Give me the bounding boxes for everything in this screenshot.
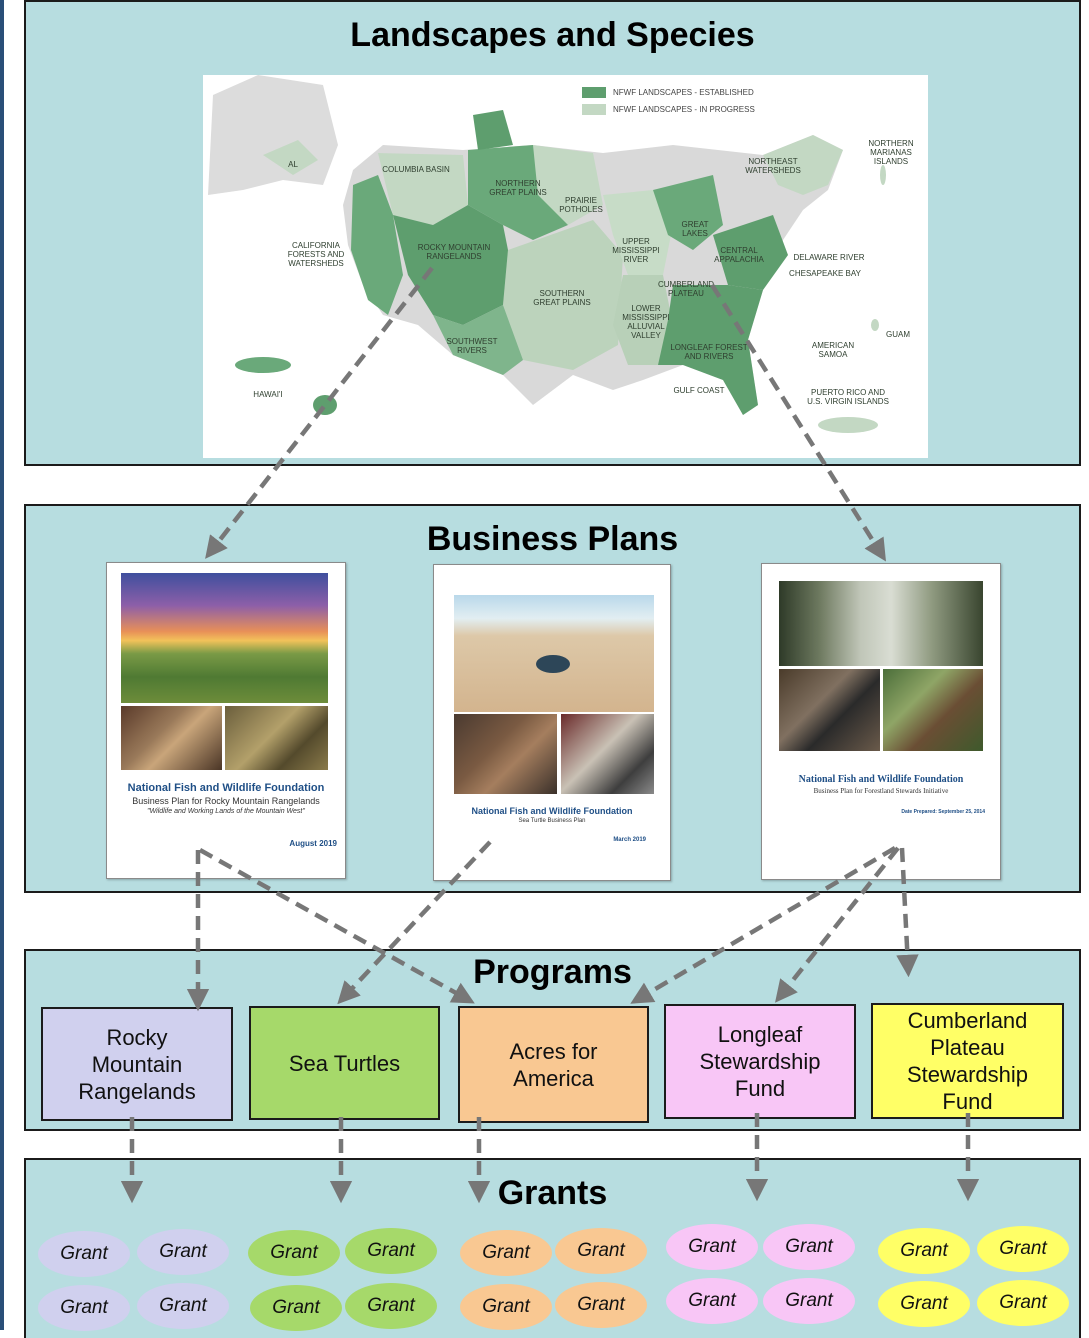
map-label-hawaii: HAWAI'I (253, 390, 283, 399)
grant-oval: Grant (345, 1283, 437, 1329)
program-rocky-mountain-rangelands: Rocky Mountain Rangelands (41, 1007, 233, 1121)
map-label-prairie-potholes: PRAIRIE POTHOLES (559, 196, 603, 214)
business-plan-forestland: National Fish and Wildlife Foundation Bu… (761, 563, 1001, 880)
children-photo (454, 714, 557, 794)
legend-in-progress-swatch (582, 104, 606, 115)
grant-oval: Grant (137, 1229, 229, 1275)
grant-oval: Grant (460, 1230, 552, 1276)
map-label-rocky-mountain: ROCKY MOUNTAIN RANGELANDS (417, 243, 491, 261)
grant-oval: Grant (345, 1228, 437, 1274)
alaska-shape (208, 75, 338, 195)
woodpecker-photo (779, 669, 880, 751)
turtle-shape (536, 655, 570, 673)
grant-oval: Grant (977, 1280, 1069, 1326)
landscapes-title: Landscapes and Species (350, 16, 755, 54)
map-label-lower-mississippi: LOWER MISSISSIPPI ALLUVIAL VALLEY (622, 304, 670, 340)
fish-photo (121, 706, 222, 770)
doc-tagline: "Wildlife and Working Lands of the Mount… (147, 808, 305, 815)
northeast-shape (763, 135, 843, 195)
map-label-cumberland-plateau: CUMBERLAND PLATEAU (657, 280, 715, 298)
lower-mississippi-shape (613, 275, 673, 365)
doc-org-title: National Fish and Wildlife Foundation (471, 806, 633, 816)
grant-oval: Grant (137, 1283, 229, 1329)
map-label-guam: GUAM (886, 330, 910, 339)
hatchling-photo (561, 714, 654, 794)
program-sea-turtles: Sea Turtles (249, 1006, 440, 1120)
sage-grouse-photo (225, 706, 328, 770)
grant-oval: Grant (763, 1278, 855, 1324)
grant-oval: Grant (878, 1281, 970, 1327)
program-acres-for-america: Acres for America (458, 1006, 649, 1123)
pine-forest-photo (779, 581, 983, 666)
landscapes-map: NFWF LANDSCAPES - ESTABLISHED NFWF LANDS… (203, 75, 928, 458)
grant-oval: Grant (666, 1224, 758, 1270)
map-label-southern-great-plains: SOUTHERN GREAT PLAINS (533, 289, 591, 307)
map-label-longleaf: LONGLEAF FOREST AND RIVERS (670, 343, 748, 361)
alaska-landscape (263, 140, 318, 175)
guam-shape (871, 319, 879, 331)
columbia-basin-shape (378, 153, 468, 225)
grant-oval: Grant (555, 1228, 647, 1274)
left-edge-bar (0, 0, 4, 1330)
great-lakes-shape (653, 175, 723, 250)
doc-org-title: National Fish and Wildlife Foundation (127, 782, 325, 794)
map-label-southwest-rivers: SOUTHWEST RIVERS (446, 337, 498, 355)
map-label-alaska: AL (288, 160, 298, 169)
doc-subtitle: Business Plan for Forestland Stewards In… (813, 787, 949, 795)
programs-title: Programs (473, 953, 632, 991)
sunset-meadow-photo (121, 573, 328, 703)
business-plan-rocky-mountain: National Fish and Wildlife Foundation Bu… (106, 562, 346, 879)
doc-subtitle: Business Plan for Rocky Mountain Rangela… (132, 796, 320, 806)
puerto-rico-shape (818, 417, 878, 433)
hawaii-big-island-shape (313, 395, 337, 415)
sea-turtle-photo (454, 595, 654, 712)
marianas-shape (880, 165, 886, 185)
map-label-northern-marianas: NORTHERN MARIANAS ISLANDS (868, 139, 914, 166)
grant-oval: Grant (460, 1284, 552, 1330)
central-appalachia-shape (713, 215, 788, 290)
map-label-delaware-river: DELAWARE RIVER (793, 253, 865, 262)
program-longleaf-stewardship-fund: Longleaf Stewardship Fund (664, 1004, 856, 1119)
map-label-chesapeake-bay: CHESAPEAKE BAY (789, 269, 861, 278)
quail-photo (883, 669, 983, 751)
prairie-potholes-shape (533, 145, 603, 225)
map-label-puerto-rico: PUERTO RICO AND U.S. VIRGIN ISLANDS (807, 388, 889, 406)
map-label-northern-great-plains: NORTHERN GREAT PLAINS (489, 179, 547, 197)
northern-mountain-shape (473, 110, 513, 150)
hawaii-shape (235, 357, 291, 373)
doc-date: August 2019 (289, 839, 337, 848)
business-plan-sea-turtles: National Fish and Wildlife Foundation Se… (433, 564, 671, 881)
map-label-upper-mississippi: UPPER MISSISSIPPI RIVER (612, 237, 660, 264)
map-label-columbia-basin: COLUMBIA BASIN (382, 165, 450, 174)
map-label-central-appalachia: CENTRAL APPALACHIA (714, 246, 764, 264)
map-label-california: CALIFORNIA FORESTS AND WATERSHEDS (287, 241, 345, 268)
program-cumberland-plateau-fund: Cumberland Plateau Stewardship Fund (871, 1003, 1064, 1119)
grant-oval: Grant (763, 1224, 855, 1270)
northern-great-plains-shape (468, 145, 568, 240)
grant-oval: Grant (38, 1285, 130, 1331)
doc-date: Date Prepared: September 25, 2014 (901, 809, 985, 815)
legend-established-label: NFWF LANDSCAPES - ESTABLISHED (613, 88, 754, 97)
map-label-great-lakes: GREAT LAKES (681, 220, 709, 238)
upper-mississippi-shape (603, 190, 673, 275)
legend-in-progress-label: NFWF LANDSCAPES - IN PROGRESS (613, 105, 755, 114)
grant-oval: Grant (977, 1226, 1069, 1272)
grant-oval: Grant (555, 1282, 647, 1328)
map-label-northeast: NORTHEAST WATERSHEDS (745, 157, 801, 175)
doc-org-title: National Fish and Wildlife Foundation (798, 774, 964, 785)
grant-oval: Grant (878, 1228, 970, 1274)
grant-oval: Grant (38, 1231, 130, 1277)
business-plans-title: Business Plans (426, 520, 679, 558)
legend-established-swatch (582, 87, 606, 98)
map-label-american-samoa: AMERICAN SAMOA (811, 341, 855, 359)
grants-title: Grants (497, 1174, 608, 1212)
southwest-rivers-shape (433, 305, 523, 375)
southern-great-plains-shape (503, 220, 623, 370)
map-label-gulf-coast: GULF COAST (673, 386, 725, 395)
grant-oval: Grant (250, 1285, 342, 1331)
doc-date: March 2019 (613, 837, 646, 843)
grant-oval: Grant (666, 1278, 758, 1324)
doc-subtitle: Sea Turtle Business Plan (518, 818, 586, 824)
grant-oval: Grant (248, 1230, 340, 1276)
